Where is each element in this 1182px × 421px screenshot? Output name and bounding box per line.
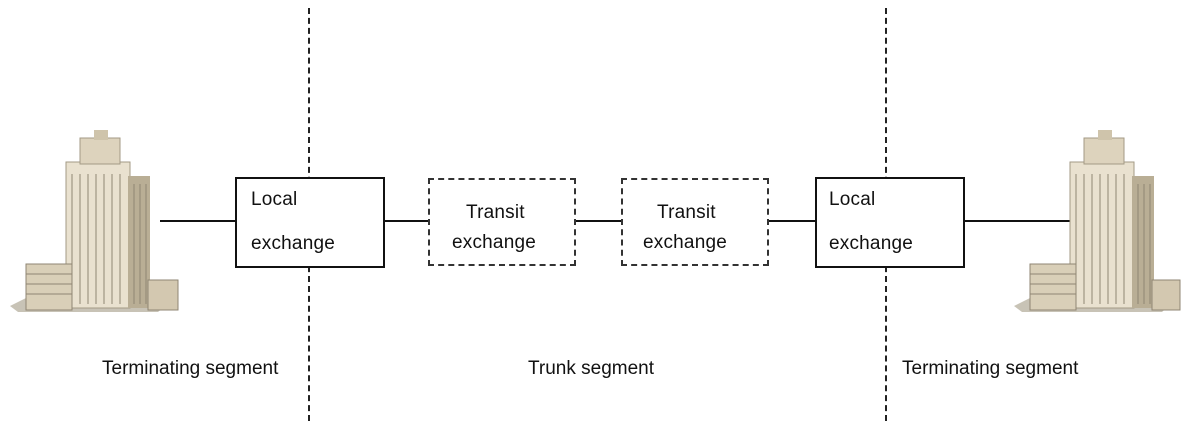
transit-exchange-2: Transit exchange — [621, 178, 769, 266]
transit-exchange-1-line1: Transit — [466, 202, 525, 223]
segment-label-middle: Trunk segment — [528, 358, 655, 379]
segment-label-left: Terminating segment — [102, 358, 279, 379]
local-exchange-left: Local exchange — [235, 177, 385, 268]
transit-exchange-2-line2: exchange — [643, 232, 728, 253]
link-local-to-building-right — [964, 220, 1072, 222]
transit-exchange-1: Transit exchange — [428, 178, 576, 266]
link-local-to-transit-1 — [384, 220, 428, 222]
office-building-icon — [1014, 130, 1181, 312]
local-exchange-right: Local exchange — [815, 177, 965, 268]
transit-exchange-2-line1: Transit — [657, 202, 716, 223]
office-building-icon — [10, 130, 179, 312]
link-transit-1-to-transit-2 — [576, 220, 622, 222]
link-building-left-to-local — [160, 220, 236, 222]
link-transit-2-to-local — [768, 220, 816, 222]
local-exchange-right-line2: exchange — [829, 233, 914, 254]
local-exchange-left-line1: Local — [251, 189, 298, 210]
segment-label-right: Terminating segment — [902, 358, 1079, 379]
local-exchange-right-line1: Local — [829, 189, 876, 210]
local-exchange-left-line2: exchange — [251, 233, 336, 254]
transit-exchange-1-line2: exchange — [452, 232, 537, 253]
